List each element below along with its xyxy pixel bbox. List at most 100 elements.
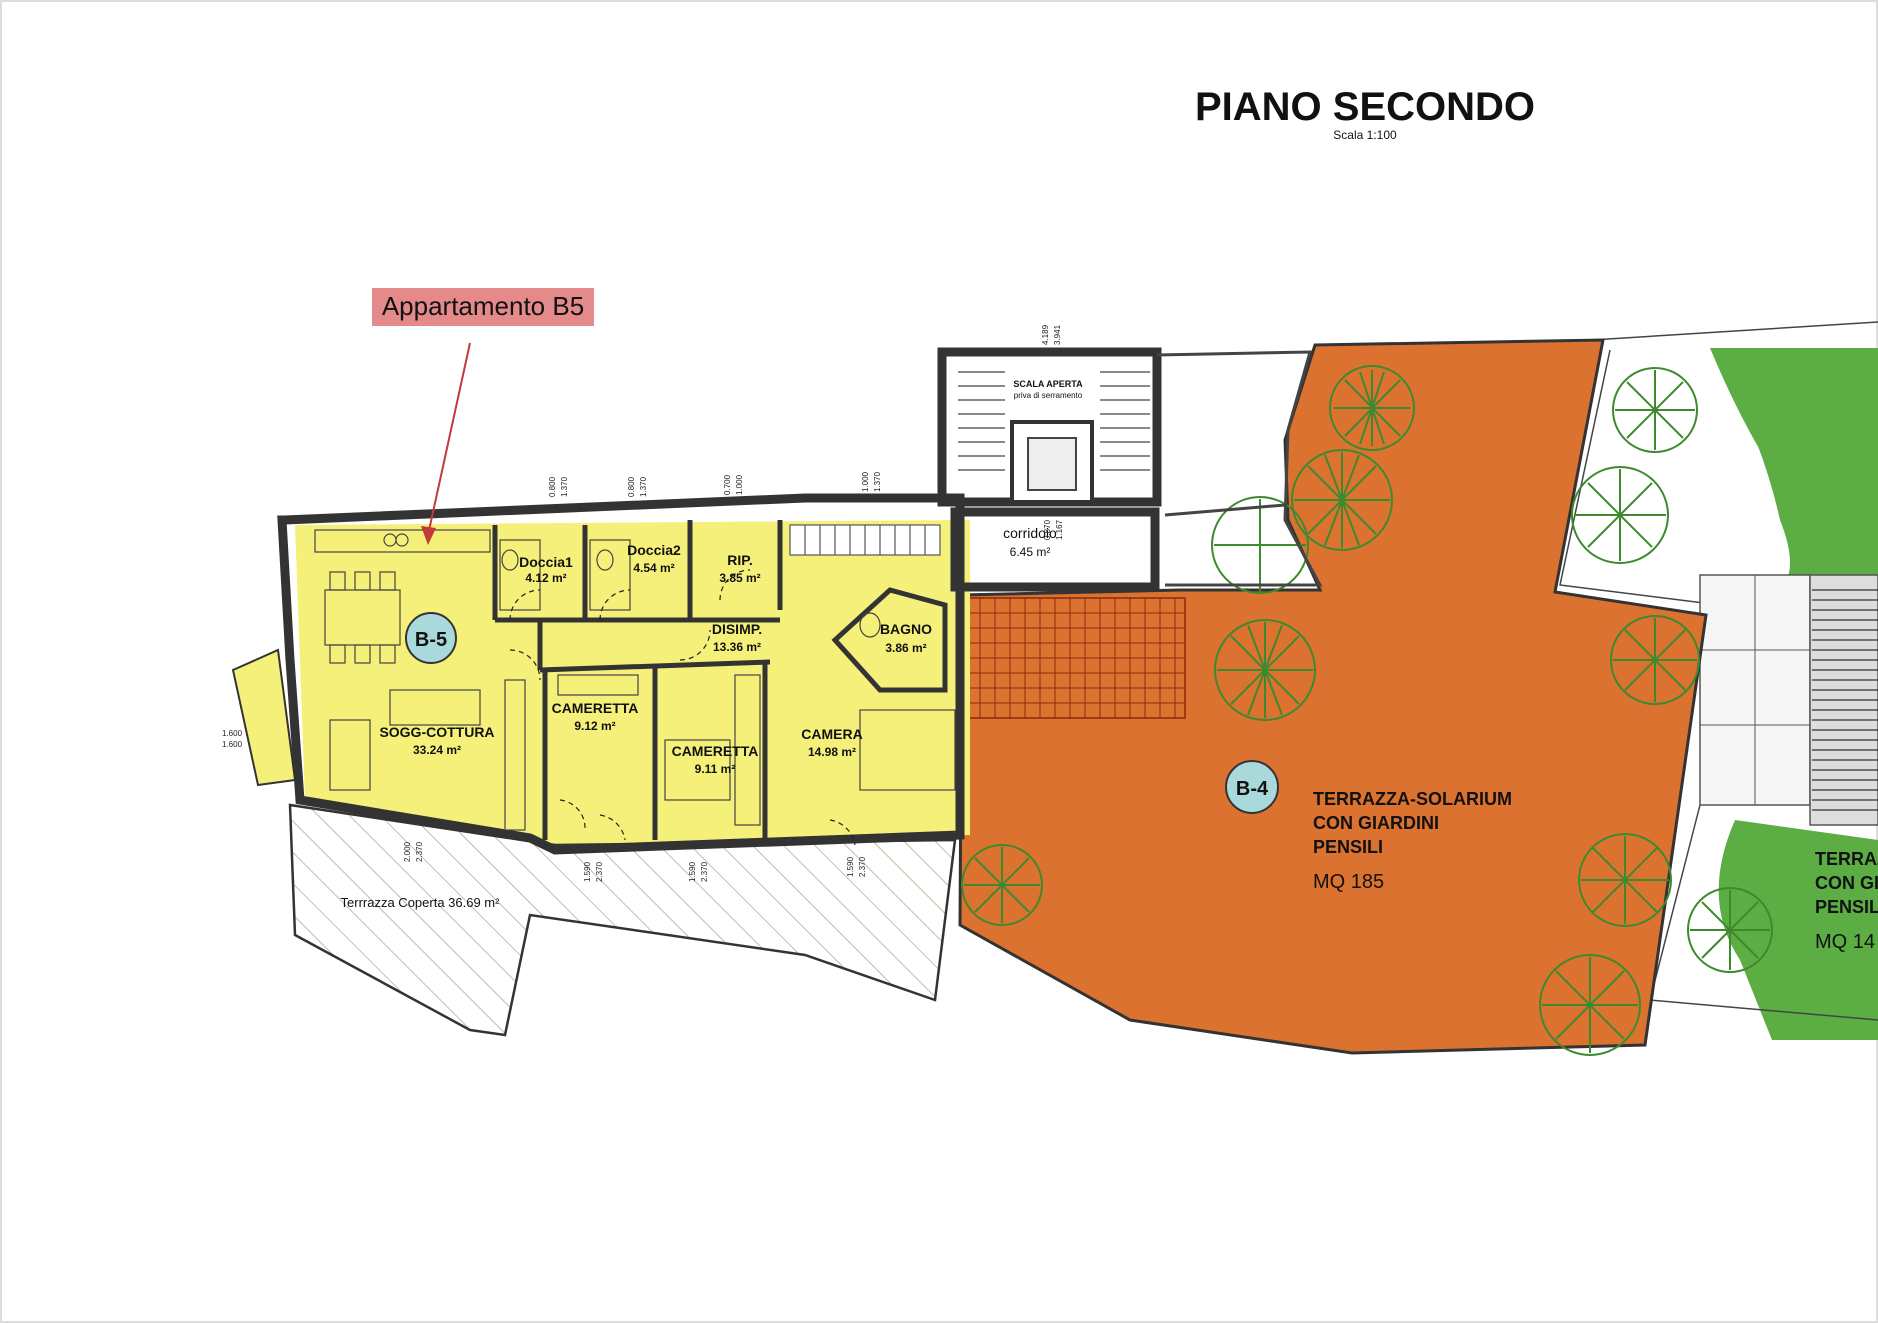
dim-label: 3.941 xyxy=(1053,324,1062,345)
dim-label: 1.000 xyxy=(861,471,870,492)
room-corridoio-name: corridoio xyxy=(1003,525,1057,541)
room-cameretta2-name: CAMERETTA xyxy=(672,743,759,759)
tile-grid xyxy=(964,597,1186,719)
stair-label-2: priva di serramento xyxy=(1014,391,1083,400)
room-cameretta2-area: 9.11 m² xyxy=(695,762,736,776)
kitchen-counter xyxy=(314,529,491,553)
unit-badge-b4 xyxy=(1225,760,1279,814)
dim-label: 1.370 xyxy=(873,471,882,492)
room-bagno-area: 3.86 m² xyxy=(885,641,926,655)
right-top-wall xyxy=(1559,321,1878,343)
dim-label: 1.370 xyxy=(639,476,648,497)
terrace-b4-line1: TERRAZZA-SOLARIUM xyxy=(1313,789,1512,809)
door-swings xyxy=(509,569,856,846)
unit-label-b5: B-5 xyxy=(415,629,447,651)
apartment-outer-wall xyxy=(277,493,965,855)
tree xyxy=(961,844,1043,926)
dim-label: 2.370 xyxy=(595,861,604,882)
stair-right-section xyxy=(1156,350,1323,587)
terrace-b4-line2: CON GIARDINI xyxy=(1313,813,1439,833)
stair-core xyxy=(937,347,1162,592)
bed xyxy=(859,709,956,791)
wardrobe-2 xyxy=(734,674,761,826)
dim-label: 2.370 xyxy=(415,841,424,862)
armchair xyxy=(329,719,371,791)
room-disimp-name: DISIMP. xyxy=(712,621,762,637)
room-cameretta1-area: 9.12 m² xyxy=(574,719,615,733)
stair-label-1: SCALA APERTA xyxy=(1013,379,1083,389)
room-disimp-area: 13.36 m² xyxy=(713,640,761,654)
tree xyxy=(1571,466,1669,564)
tree-group xyxy=(961,365,1773,1056)
terrace-right-line3: PENSILI xyxy=(1815,897,1878,917)
dim-label: 2.370 xyxy=(858,856,867,877)
shower-1 xyxy=(499,539,541,611)
dim-label: 0.700 xyxy=(723,474,732,495)
unit-badge-b5 xyxy=(405,612,457,664)
tree xyxy=(1291,449,1393,551)
dim-label: 2.000 xyxy=(403,841,412,862)
terrace-right-area: MQ 14 xyxy=(1815,931,1875,953)
terrace-b4 xyxy=(958,338,1708,1055)
dim-label: 1.167 xyxy=(1055,519,1064,540)
tree xyxy=(1610,615,1700,705)
covered-terrace-label: Terrrazza Coperta 36.69 m² xyxy=(341,895,501,910)
room-rip-area: 3.85 m² xyxy=(719,571,760,585)
room-rip-name: RIP. xyxy=(727,552,752,568)
tree xyxy=(1539,954,1641,1056)
tree xyxy=(1612,367,1698,453)
dim-label: 1.000 xyxy=(735,474,744,495)
tree xyxy=(1211,496,1309,594)
room-camera-name: CAMERA xyxy=(801,726,862,742)
desk xyxy=(664,739,731,801)
terrace-b4-area: MQ 185 xyxy=(1313,871,1384,893)
pergola xyxy=(1699,574,1878,826)
furniture xyxy=(314,529,956,831)
dim-label: 0.870 xyxy=(1043,519,1052,540)
plan-title: PIANO SECONDO xyxy=(1195,85,1535,129)
room-sogg-area: 33.24 m² xyxy=(413,743,461,757)
garden-top-right-b xyxy=(1710,348,1878,608)
room-bagno-name: BAGNO xyxy=(880,621,932,637)
dimension-labels: 0.800 1.370 0.800 1.370 0.700 1.000 1.00… xyxy=(222,324,1064,882)
tree xyxy=(1214,619,1316,721)
terrace-right-line2: CON GI xyxy=(1815,873,1878,893)
dim-label: 2.370 xyxy=(700,861,709,882)
dim-label: 1.600 xyxy=(222,729,243,738)
apartment-b5-fill xyxy=(295,520,970,845)
terrace-right-line1: TERRAZ xyxy=(1815,849,1878,869)
dim-label: 0.800 xyxy=(627,476,636,497)
tree xyxy=(1329,365,1415,451)
room-camera-area: 14.98 m² xyxy=(808,745,856,759)
room-doccia2-name: Doccia2 xyxy=(627,542,681,558)
room-cameretta1-name: CAMERETTA xyxy=(552,700,639,716)
garden-bottom-right xyxy=(1718,820,1878,1040)
terrace-b4-line3: PENSILI xyxy=(1313,837,1383,857)
callout-arrow xyxy=(427,342,471,536)
plan-scale: Scala 1:100 xyxy=(1333,128,1397,142)
shower-2 xyxy=(589,539,631,611)
tree xyxy=(1687,887,1773,973)
interior-walls xyxy=(492,520,948,840)
dim-label: 4.189 xyxy=(1041,324,1050,345)
callout-label: Appartamento B5 xyxy=(382,291,584,321)
dim-label: 1.590 xyxy=(583,861,592,882)
callout-arrowhead xyxy=(421,526,436,545)
wardrobe xyxy=(504,679,526,831)
dim-label: 1.590 xyxy=(688,861,697,882)
dim-label: 1.600 xyxy=(222,740,243,749)
room-doccia2-area: 4.54 m² xyxy=(633,561,674,575)
steps-small xyxy=(789,524,941,556)
dim-label: 0.800 xyxy=(548,476,557,497)
unit-label-b4: B-4 xyxy=(1236,778,1269,800)
sofa xyxy=(389,689,481,726)
dim-label: 1.370 xyxy=(560,476,569,497)
right-inner-wall xyxy=(1559,349,1721,606)
tree xyxy=(1578,833,1672,927)
room-doccia1-area: 4.12 m² xyxy=(525,571,566,585)
room-corridoio-area: 6.45 m² xyxy=(1010,545,1051,559)
room-sogg-name: SOGG-COTTURA xyxy=(379,724,494,740)
callout-box xyxy=(372,288,594,326)
room-doccia1-name: Doccia1 xyxy=(519,554,573,570)
